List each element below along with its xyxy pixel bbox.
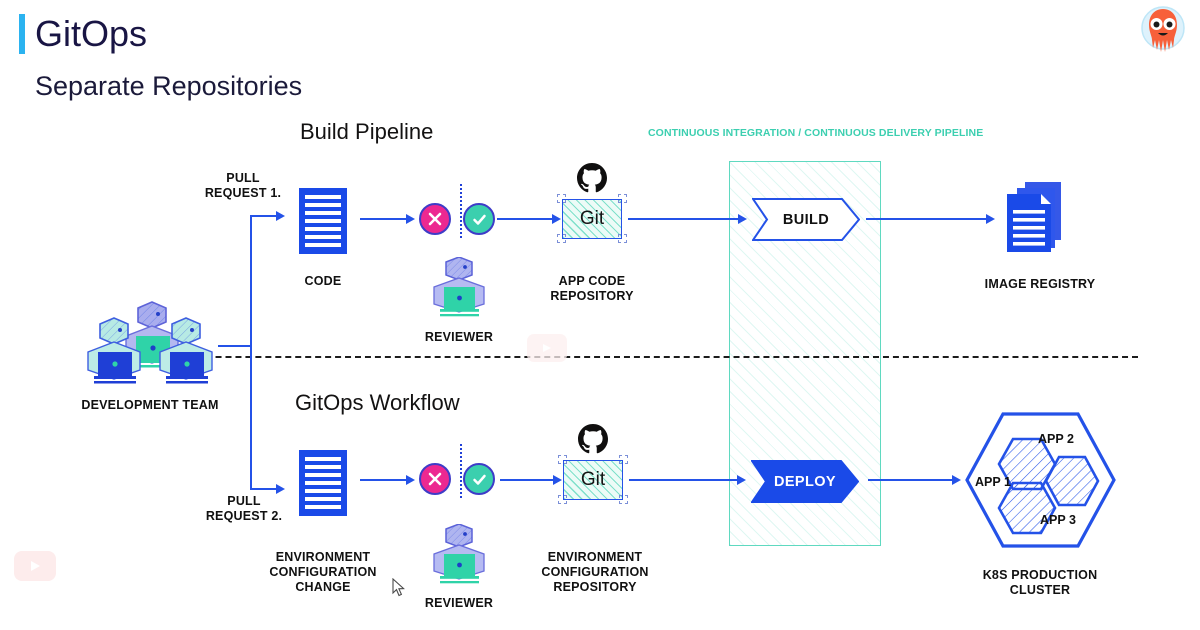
approve-check-icon-2[interactable] bbox=[463, 463, 495, 495]
repo-to-deploy-arrowhead bbox=[737, 475, 746, 485]
build-to-registry-line bbox=[866, 218, 988, 221]
github-octocat-icon-1 bbox=[577, 163, 607, 193]
repo-handle-tr-1[interactable] bbox=[618, 194, 627, 203]
envchange-to-review-arrowhead bbox=[406, 475, 415, 485]
repo-to-build-line bbox=[628, 218, 740, 221]
repo-box-text-2: Git bbox=[580, 469, 606, 490]
cicd-pipeline-label: CONTINUOUS INTEGRATION / CONTINUOUS DELI… bbox=[648, 127, 984, 139]
approve-to-repo-line-1 bbox=[497, 218, 555, 221]
review-gate-divider-2 bbox=[460, 444, 462, 498]
branch-to-envchange-line bbox=[250, 488, 278, 491]
repo-handle-tl-1[interactable] bbox=[557, 194, 566, 203]
reject-x-icon-2[interactable] bbox=[419, 463, 451, 495]
title-accent-bar bbox=[19, 14, 25, 54]
deploy-stage-label: DEPLOY bbox=[773, 473, 837, 490]
pull-request-2-label: PULL REQUEST 2. bbox=[205, 494, 283, 523]
env-config-repository-label: ENVIRONMENT CONFIGURATION REPOSITORY bbox=[541, 550, 649, 594]
approve-to-repo-arrowhead-1 bbox=[552, 214, 561, 224]
section-divider bbox=[96, 356, 1138, 358]
reviewer-label-1: REVIEWER bbox=[424, 330, 494, 344]
env-config-change-label: ENVIRONMENT CONFIGURATION CHANGE bbox=[269, 550, 377, 594]
image-registry-label: IMAGE REGISTRY bbox=[984, 277, 1096, 291]
repo-handle-tl-2[interactable] bbox=[558, 455, 567, 464]
code-document-icon bbox=[299, 188, 347, 259]
github-octocat-icon-2 bbox=[578, 424, 608, 454]
reject-x-icon[interactable] bbox=[419, 203, 451, 235]
repo-handle-bl-1[interactable] bbox=[557, 234, 566, 243]
build-to-registry-arrowhead bbox=[986, 214, 995, 224]
gitops-workflow-heading: GitOps Workflow bbox=[295, 390, 460, 415]
repo-to-build-arrowhead bbox=[738, 214, 747, 224]
kubernetes-hexagon-cluster-icon bbox=[963, 410, 1118, 550]
env-config-change-document-icon bbox=[299, 450, 347, 521]
repo-handle-br-2[interactable] bbox=[619, 495, 628, 504]
code-to-review-line bbox=[360, 218, 408, 221]
build-stage-label: BUILD bbox=[782, 211, 830, 228]
envchange-to-review-line bbox=[360, 479, 408, 482]
repo-handle-br-1[interactable] bbox=[618, 234, 627, 243]
pull-request-1-label: PULL REQUEST 1. bbox=[204, 171, 282, 200]
team-trunk-line bbox=[218, 345, 252, 348]
app-3-label: APP 3 bbox=[1040, 513, 1076, 527]
approve-check-icon[interactable] bbox=[463, 203, 495, 235]
app-code-repository-box[interactable]: Git bbox=[562, 199, 622, 239]
reviewer-label-2: REVIEWER bbox=[424, 596, 494, 610]
development-team-icon bbox=[80, 300, 220, 390]
review-gate-divider bbox=[460, 184, 462, 238]
app-code-repository-label: APP CODE REPOSITORY bbox=[550, 274, 634, 303]
team-branch-vertical bbox=[250, 215, 253, 490]
approve-to-repo-arrowhead-2 bbox=[553, 475, 562, 485]
build-pipeline-heading: Build Pipeline bbox=[300, 119, 434, 144]
branch-to-code-line bbox=[250, 215, 278, 218]
app-1-label: APP 1 bbox=[975, 475, 1011, 489]
reviewer-icon-1 bbox=[428, 256, 490, 319]
deploy-to-cluster-arrowhead bbox=[952, 475, 961, 485]
approve-to-repo-line-2 bbox=[500, 479, 556, 482]
repo-handle-tr-2[interactable] bbox=[619, 455, 628, 464]
development-team-label: DEVELOPMENT TEAM bbox=[81, 398, 219, 412]
code-label: CODE bbox=[304, 274, 342, 288]
k8s-cluster-label: K8S PRODUCTION CLUSTER bbox=[982, 568, 1098, 597]
app-2-label: APP 2 bbox=[1038, 432, 1074, 446]
youtube-play-icon bbox=[14, 551, 56, 581]
stacked-documents-icon bbox=[1005, 182, 1067, 261]
repo-handle-bl-2[interactable] bbox=[558, 495, 567, 504]
page-subtitle: Separate Repositories bbox=[35, 71, 303, 101]
reviewer-icon-2 bbox=[428, 523, 490, 586]
octopus-mascot-icon bbox=[1134, 2, 1192, 60]
repo-box-text-1: Git bbox=[579, 208, 605, 229]
youtube-play-icon-faint bbox=[527, 334, 567, 362]
env-config-repository-box[interactable]: Git bbox=[563, 460, 623, 500]
branch-to-code-arrowhead bbox=[276, 211, 285, 221]
deploy-stage-chevron[interactable]: DEPLOY bbox=[751, 460, 859, 503]
deploy-to-cluster-line bbox=[868, 479, 954, 482]
code-to-review-arrowhead bbox=[406, 214, 415, 224]
page-title: GitOps bbox=[35, 13, 148, 54]
repo-to-deploy-line bbox=[629, 479, 739, 482]
build-stage-chevron[interactable]: BUILD bbox=[752, 198, 860, 241]
mouse-cursor bbox=[392, 577, 406, 598]
branch-to-envchange-arrowhead bbox=[276, 484, 285, 494]
